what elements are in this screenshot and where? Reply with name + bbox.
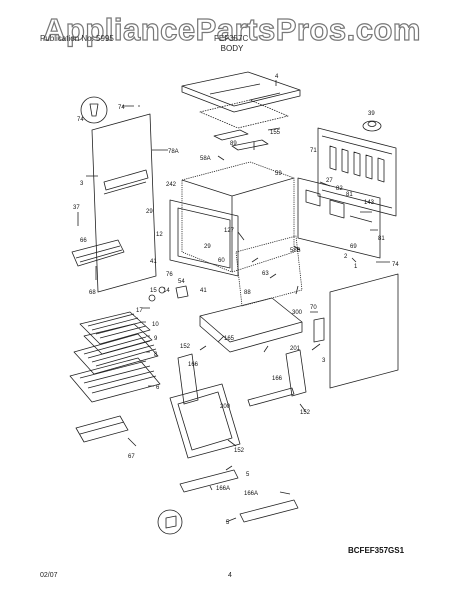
callout-166: 166	[188, 362, 199, 368]
callout-29: 29	[204, 244, 211, 250]
callout-76: 76	[166, 272, 173, 278]
callout-200: 200	[220, 404, 231, 410]
drawer-slide-right	[239, 499, 299, 523]
callout-81: 81	[378, 236, 385, 242]
callout-5: 5	[246, 472, 250, 478]
callout-143: 143	[364, 200, 375, 206]
oven-front-frame	[169, 199, 239, 277]
callout-27: 27	[326, 178, 333, 184]
inner-door-panel	[91, 113, 157, 293]
callout-155: 155	[270, 130, 281, 136]
publication-number: Publication No: 5995	[40, 34, 114, 43]
callout-1: 1	[354, 264, 358, 270]
callout-3: 3	[322, 358, 326, 364]
model-number: FEF357C	[214, 34, 249, 43]
callout-66: 66	[80, 238, 87, 244]
footer-page-number: 4	[228, 572, 232, 579]
callout-9: 9	[154, 336, 158, 342]
watermark: AppliancePartsPros.com	[42, 11, 421, 47]
back-panel	[317, 127, 397, 217]
callout-15: 15	[150, 288, 157, 294]
oven-rack-lower	[69, 357, 161, 403]
callout-12: 12	[156, 232, 163, 238]
callout-89: 89	[230, 141, 237, 147]
callout-63: 63	[262, 271, 269, 277]
callout-81: 81	[346, 192, 353, 198]
callout-166A: 166A	[244, 491, 258, 497]
callout-300: 300	[292, 310, 303, 316]
top-panel	[181, 71, 301, 107]
callout-127: 127	[224, 228, 235, 234]
callout-58B: 58B	[290, 248, 301, 254]
callout-88: 88	[244, 290, 251, 296]
callout-29: 29	[146, 209, 153, 215]
callout-3: 3	[80, 181, 84, 187]
callout-69: 69	[350, 244, 357, 250]
callout-68: 68	[89, 290, 96, 296]
callout-41: 41	[200, 288, 207, 294]
broil-pan-grid	[79, 311, 151, 345]
callout-37: 37	[73, 205, 80, 211]
knob-callout	[80, 96, 108, 124]
callout-59: 59	[275, 171, 282, 177]
callout-152: 152	[300, 410, 311, 416]
drawer-slide-left	[179, 469, 239, 493]
callout-152: 152	[234, 448, 245, 454]
callout-67: 67	[128, 454, 135, 460]
callout-60: 60	[218, 258, 225, 264]
callout-10: 10	[152, 322, 159, 328]
callout-54: 54	[178, 279, 185, 285]
bake-element	[71, 239, 125, 267]
callout-8: 8	[154, 352, 158, 358]
callout-71: 71	[310, 148, 317, 154]
callout-2: 2	[344, 254, 348, 260]
callout-74: 74	[392, 262, 399, 268]
callout-39: 39	[368, 111, 375, 117]
callout-166A: 166A	[216, 486, 230, 492]
section-title: BODY	[220, 44, 244, 53]
oven-rack-upper	[73, 333, 159, 375]
callout-201: 201	[290, 346, 301, 352]
callout-6: 6	[156, 385, 160, 391]
bottom-chassis	[199, 297, 303, 343]
callout-70: 70	[310, 305, 317, 311]
storage-drawer	[169, 383, 241, 459]
callout-74: 74	[77, 117, 84, 123]
callout-166: 166	[272, 376, 283, 382]
callout-5: 5	[226, 520, 230, 526]
callout-17: 17	[136, 308, 143, 314]
diagram-code: BCFEF357GS1	[348, 546, 405, 555]
callout-14: 14	[163, 288, 170, 294]
top-insulation	[199, 99, 289, 129]
footer-date: 02/07	[40, 572, 58, 579]
side-panel-right	[329, 273, 399, 389]
broil-element	[75, 415, 129, 443]
callout-82: 82	[336, 186, 343, 192]
callout-74: 74	[118, 105, 125, 111]
callout-41: 41	[150, 259, 157, 265]
convection-fan	[362, 120, 382, 132]
callout-242: 242	[166, 182, 177, 188]
callout-78A: 78A	[168, 149, 179, 155]
callout-152: 152	[180, 344, 191, 350]
callout-165: 165	[224, 336, 235, 342]
callout-58A: 58A	[200, 156, 211, 162]
callout-4: 4	[275, 74, 279, 80]
